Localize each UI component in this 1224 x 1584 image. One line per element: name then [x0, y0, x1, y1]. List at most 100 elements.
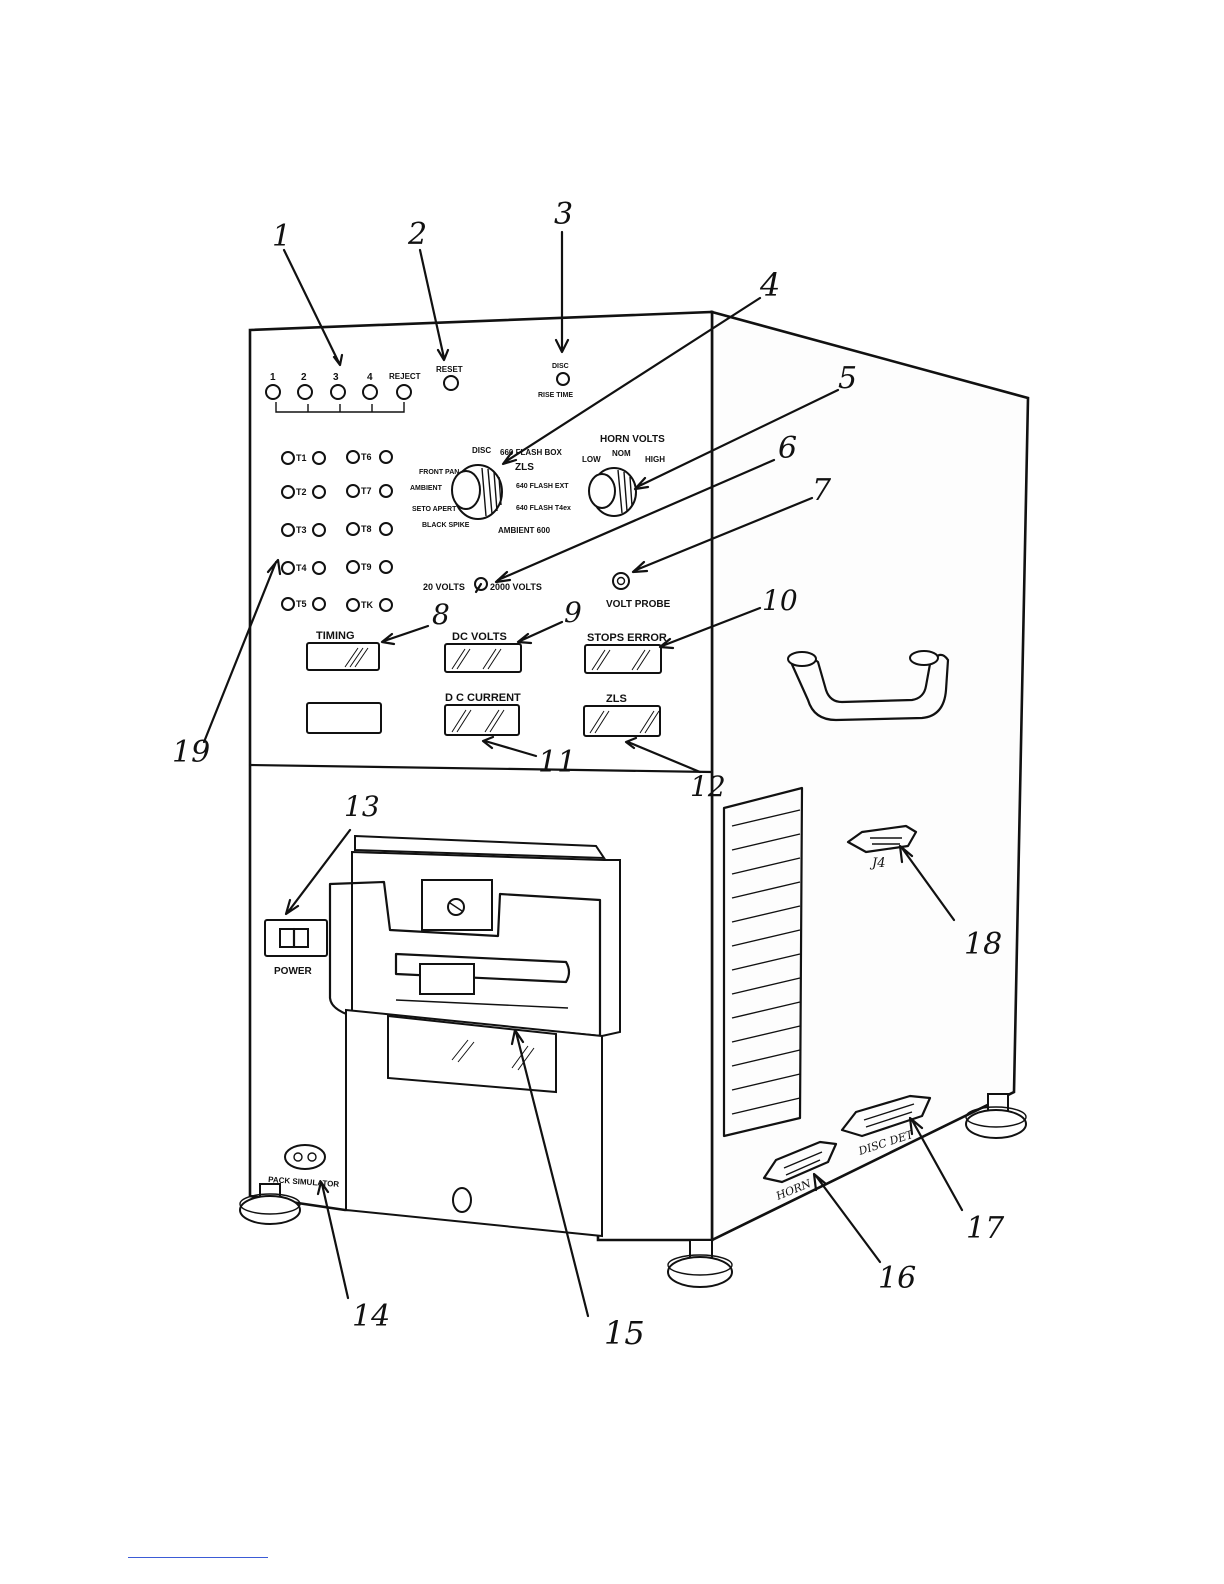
display-dc-volts: DC VOLTS	[444, 631, 522, 673]
test-led-label: T4	[296, 563, 307, 573]
leader-16	[812, 1172, 882, 1264]
receiver-pull-tab[interactable]	[394, 952, 571, 984]
callout-13: 13	[344, 790, 380, 823]
display-dc-current: D C CURRENT	[444, 692, 521, 736]
leader-3	[554, 230, 570, 354]
volt-probe-jack-inner	[616, 576, 626, 586]
test-led-label: T2	[296, 487, 307, 497]
display-timing: TIMING	[306, 630, 380, 671]
dc-volts-glass-hatch	[451, 648, 502, 670]
test-led	[379, 450, 393, 464]
test-led	[346, 484, 360, 498]
leader-14	[316, 1180, 350, 1300]
disc-det-connector-body[interactable]	[840, 1094, 932, 1138]
leader-8	[380, 624, 430, 646]
foot-front-right	[667, 1239, 733, 1288]
pack-simulator-pin	[307, 1152, 317, 1162]
test-led	[281, 597, 295, 611]
mode-seto-apert: SETO APERT	[412, 506, 457, 513]
test-led-matrix: T1 T6 T2 T7 T3 T8 T4 T9	[281, 450, 393, 612]
mode-ambient-600: AMBIENT 600	[498, 526, 551, 535]
test-led	[281, 561, 295, 575]
callout-14: 14	[352, 1299, 390, 1334]
reject-label: REJECT	[389, 372, 421, 381]
timing-glass-hatch	[344, 647, 369, 668]
carry-handle	[787, 650, 950, 722]
leader-17	[908, 1116, 964, 1212]
film-chute-thumb-hole[interactable]	[452, 1187, 472, 1213]
callout-1: 1	[272, 219, 291, 254]
vent-slats	[731, 809, 801, 1115]
mode-front-pan: FRONT PAN	[419, 469, 459, 476]
rise-time-control-group: DISC RISE TIME	[538, 363, 573, 399]
callout-15: 15	[604, 1314, 645, 1352]
mode-flash-top: 660 FLASH BOX	[500, 448, 562, 457]
j4-label: J4	[869, 856, 885, 871]
foot-pad-top	[667, 1254, 733, 1276]
pack-simulator-connector[interactable]	[284, 1144, 326, 1170]
mode-selector-knob[interactable]	[451, 470, 481, 510]
leader-18	[898, 844, 956, 922]
disc-label: DISC	[552, 363, 569, 370]
callout-19: 19	[172, 735, 210, 770]
leader-4	[501, 296, 762, 466]
test-led	[346, 450, 360, 464]
test-led	[346, 560, 360, 574]
led-label-4: 4	[367, 372, 373, 383]
display-stops-error: STOPS ERROR	[584, 632, 667, 674]
receiver-top-lip	[354, 834, 606, 860]
test-led-row: T3 T8	[281, 522, 393, 537]
foot-pad-top	[239, 1193, 301, 1215]
j4-connector-body[interactable]	[846, 824, 918, 854]
callout-16: 16	[878, 1261, 916, 1296]
timing-window	[306, 642, 380, 671]
callout-numbers: 1 2 3 4 5 6 7 8 9 10 11 12 13 14 15 16 1…	[172, 197, 1005, 1352]
range-toggle-lever	[474, 582, 483, 594]
disc-det-pins	[863, 1103, 915, 1128]
callout-10: 10	[762, 584, 798, 617]
stops-error-glass-hatch	[591, 649, 651, 671]
range-switch-group: 20 VOLTS 2000 VOLTS	[423, 577, 542, 594]
led-2	[297, 384, 313, 400]
callout-11: 11	[538, 745, 576, 780]
test-led	[379, 522, 393, 536]
page-footer-rule	[128, 1557, 268, 1558]
rise-time-knob[interactable]	[556, 372, 570, 386]
test-led-label: T3	[296, 525, 307, 535]
callout-7: 7	[812, 473, 832, 508]
callout-9: 9	[564, 596, 582, 629]
test-led	[346, 522, 360, 536]
test-led-row: T1 T6	[281, 450, 393, 465]
leader-6	[494, 458, 776, 584]
leader-10	[658, 606, 762, 650]
horn-selector-knob[interactable]	[588, 473, 616, 509]
display-zls: ZLS	[583, 693, 661, 737]
test-led	[281, 451, 295, 465]
test-led-label: T8	[361, 524, 372, 534]
mode-disc: DISC	[472, 446, 491, 455]
test-led-row: T2 T7	[281, 484, 393, 499]
foot-rear-right	[965, 1093, 1027, 1139]
reset-button[interactable]	[443, 375, 459, 391]
horn-connector-body[interactable]	[762, 1140, 838, 1184]
test-led	[379, 560, 393, 574]
volt-probe-label: VOLT PROBE	[606, 599, 671, 610]
horn-volts-title: HORN VOLTS	[600, 434, 665, 445]
leader-15	[510, 1028, 590, 1318]
mode-selector: DISC 660 FLASH BOX ZLS 640 FLASH EXT 640…	[410, 446, 571, 535]
callout-18: 18	[964, 927, 1002, 962]
callout-8: 8	[432, 598, 450, 631]
led-3	[330, 384, 346, 400]
test-led	[312, 597, 326, 611]
camera-pack-receiver	[328, 834, 621, 1238]
test-led	[379, 598, 393, 612]
leader-9	[516, 620, 564, 645]
foot-pad	[239, 1195, 301, 1225]
volt-probe-jack[interactable]	[612, 572, 630, 590]
j4-pins	[870, 837, 902, 845]
test-led	[281, 485, 295, 499]
leader-1	[282, 248, 344, 367]
test-led-label: TK	[361, 600, 373, 610]
reset-button-group: RESET	[436, 365, 463, 391]
stops-error-label: STOPS ERROR	[587, 632, 667, 644]
